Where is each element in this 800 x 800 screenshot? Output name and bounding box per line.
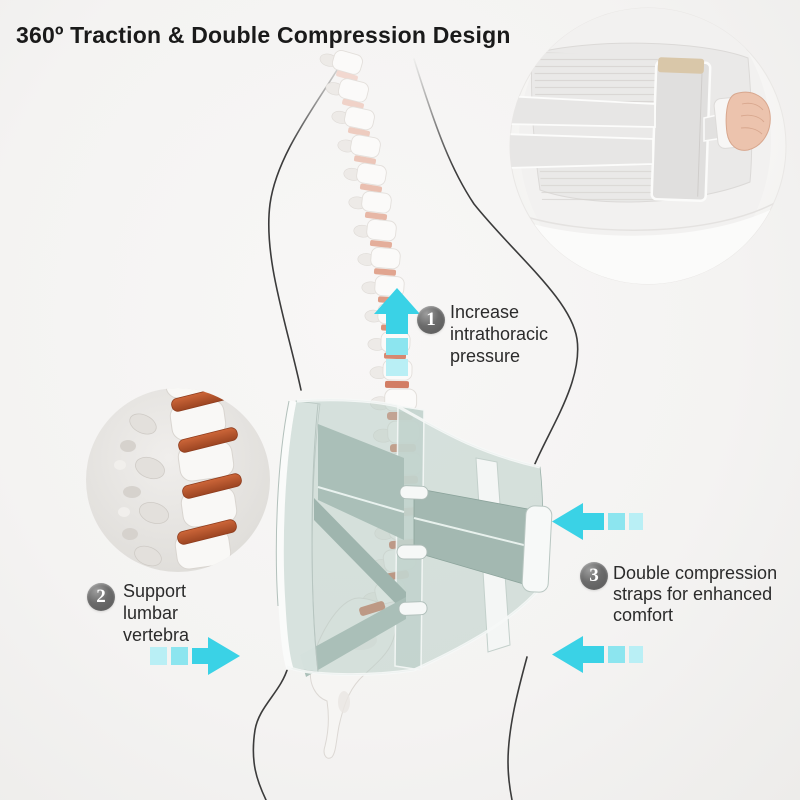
up-arrow-icon: [374, 288, 420, 376]
step-3-text: Double compression straps for enhanced c…: [613, 563, 778, 625]
step-3-badge: 3: [580, 562, 608, 590]
disc-closeup: [178, 427, 238, 453]
left-arrow-icon: [552, 636, 643, 673]
belt-clip-middle: [396, 544, 428, 560]
belt-label-patch: [657, 57, 705, 74]
body-outline: [252, 56, 579, 800]
compression-strap-photo: [510, 95, 656, 128]
belt-clip-top: [399, 485, 429, 500]
vertebrae-closeup-inset: [86, 388, 270, 572]
belt-cross-strap-b: [300, 597, 406, 677]
belt-clip-bottom: [398, 601, 428, 616]
disc-closeup: [177, 519, 237, 545]
disc-closeup: [182, 473, 242, 499]
step-1-text: Increase intrathoracic pressure: [450, 302, 549, 366]
lumbar-belt-illustration: [275, 398, 553, 677]
step-2-text: Support lumbar vertebra: [123, 581, 190, 645]
belt-side-buckle: [521, 505, 553, 593]
compression-strap-photo: [510, 133, 654, 169]
step-2-badge: 2: [87, 583, 115, 611]
left-arrow-icon: [552, 503, 643, 540]
right-arrow-icon: [150, 637, 240, 675]
belt-cross-strap-a: [314, 498, 406, 614]
step-1-badge: 1: [417, 306, 445, 334]
page-title: 360º Traction & Double Compression Desig…: [16, 22, 511, 48]
belt-upper-strap: [318, 424, 404, 540]
